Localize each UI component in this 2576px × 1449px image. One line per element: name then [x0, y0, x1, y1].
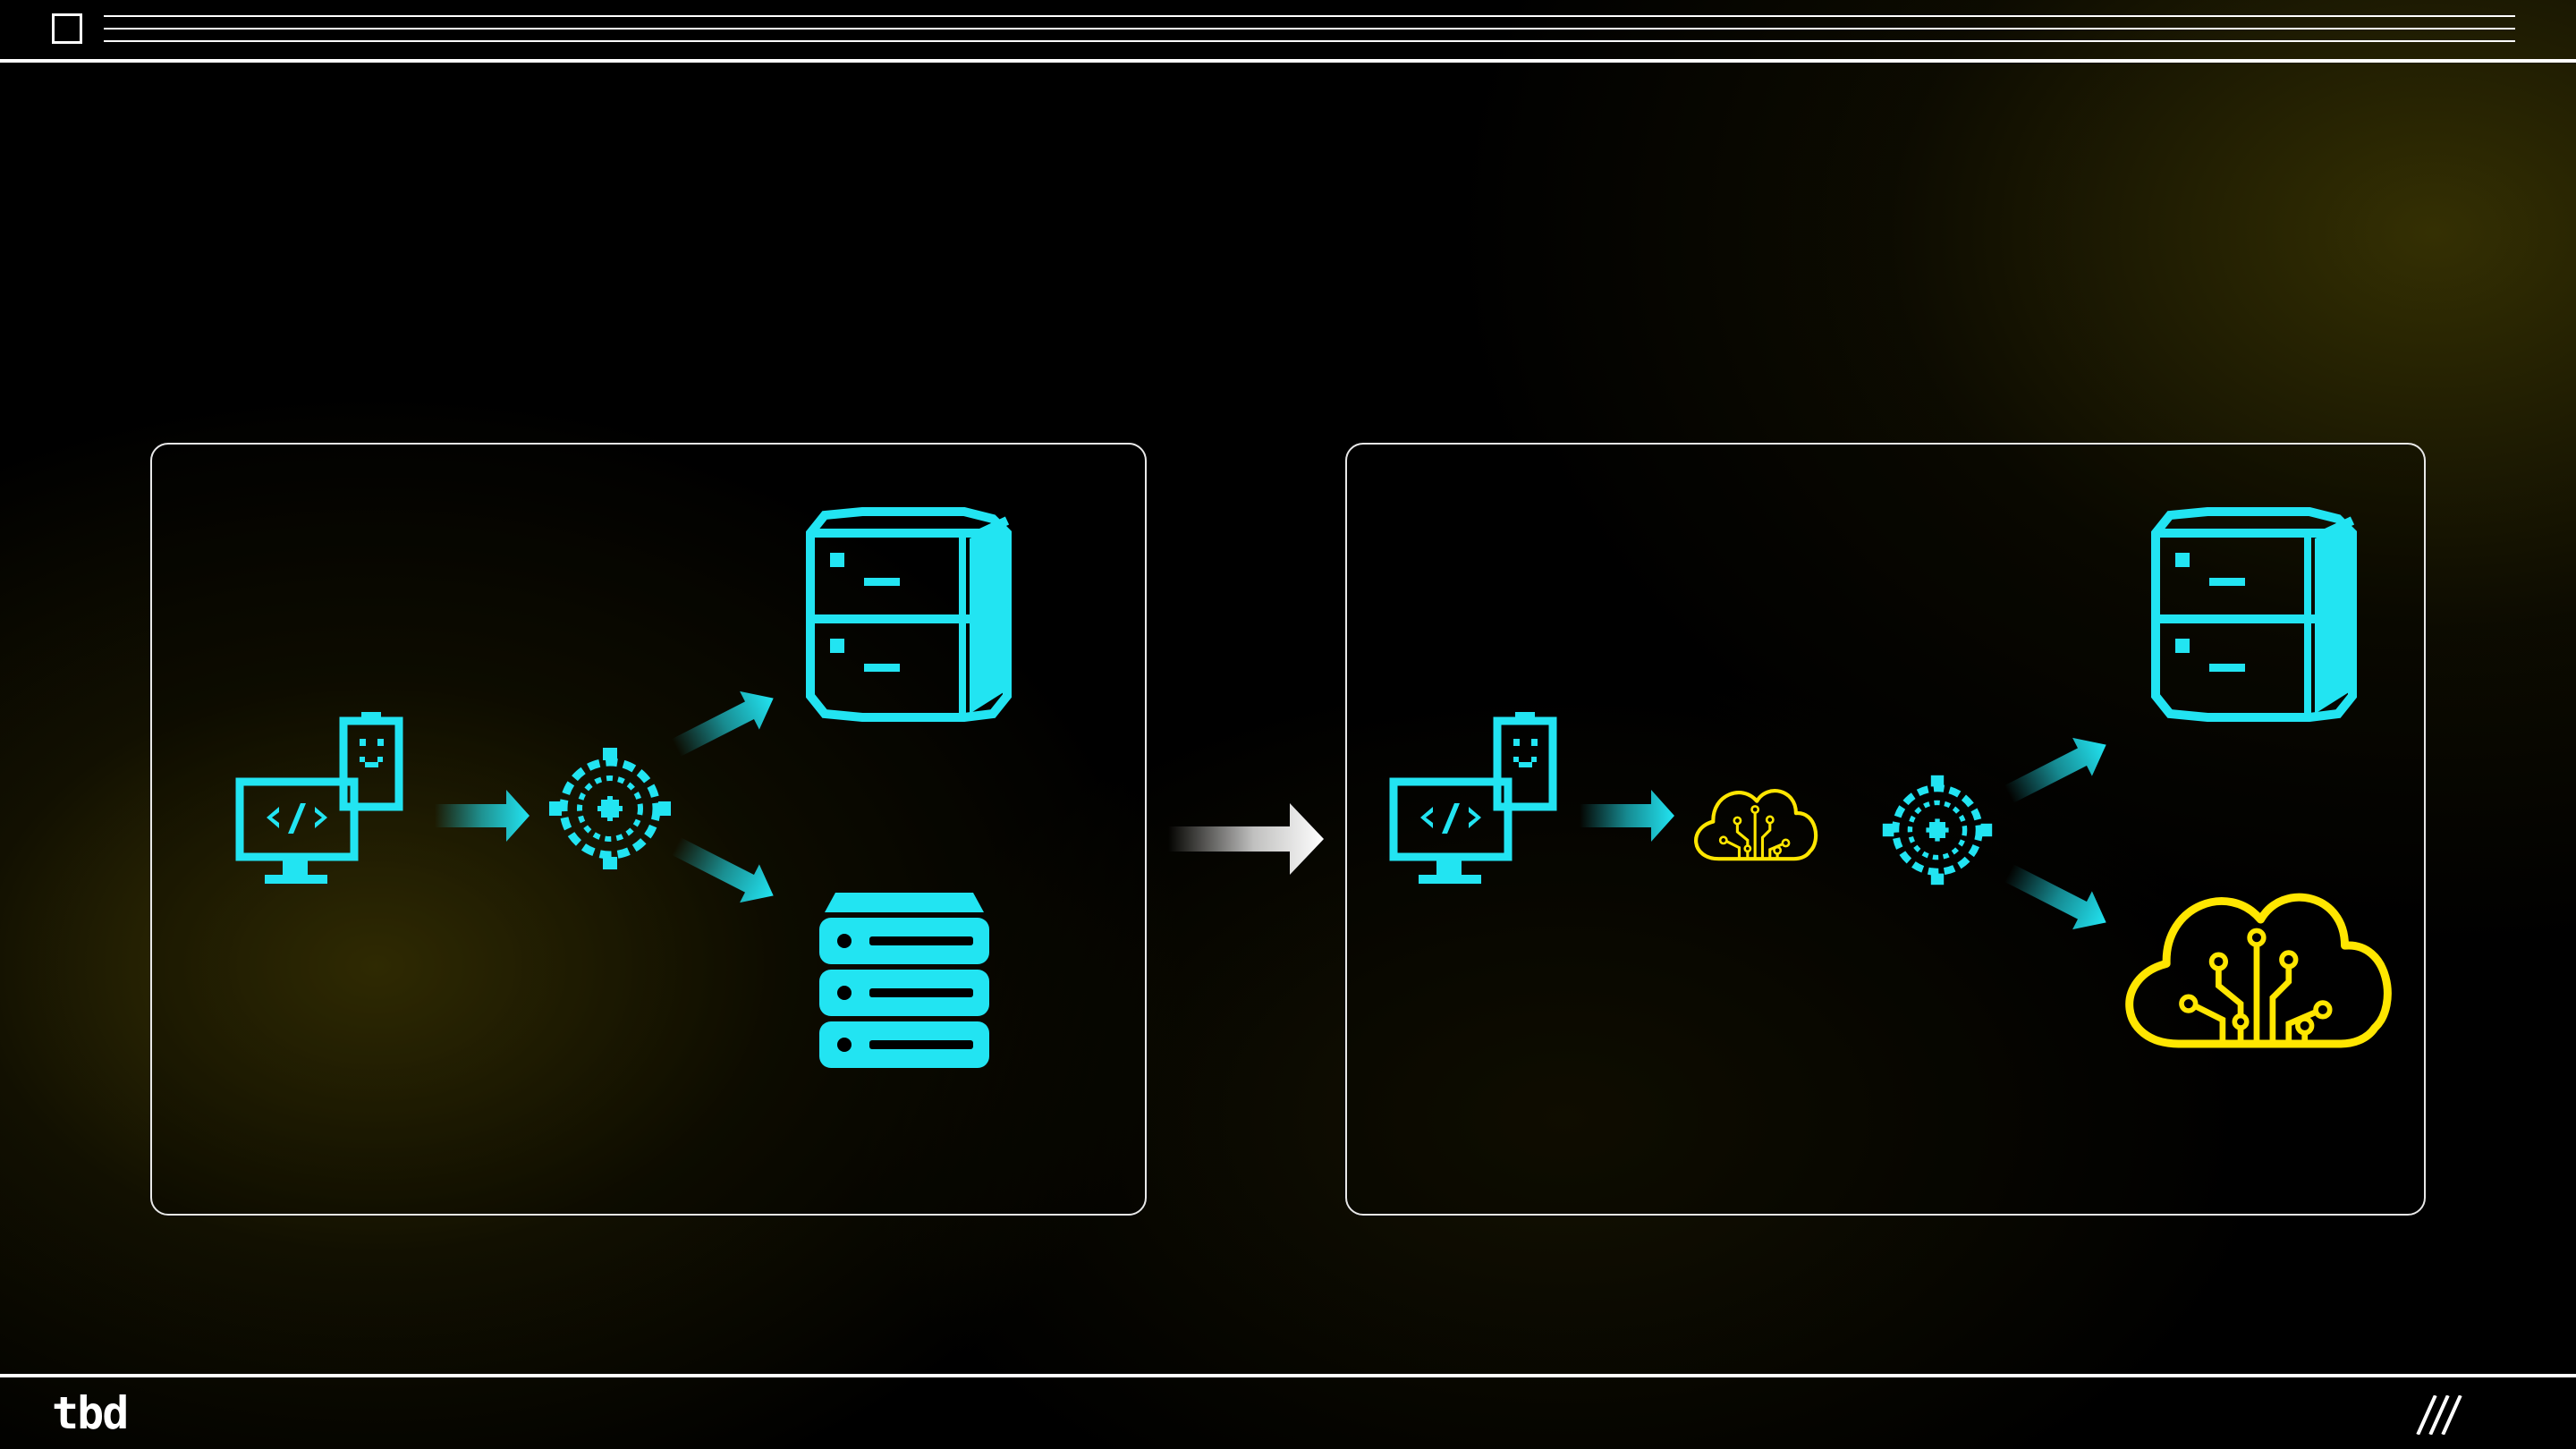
server-stack-icon — [819, 893, 989, 1068]
gear-icon — [549, 748, 671, 869]
database-icon — [2156, 512, 2352, 717]
developer-workstation-icon — [240, 712, 399, 884]
cloud-circuit-icon — [2130, 897, 2388, 1044]
window-square-icon — [52, 13, 82, 44]
cloud-circuit-icon — [1696, 791, 1816, 859]
brand-wordmark: tbd — [52, 1387, 129, 1439]
top-stripe — [104, 15, 2515, 17]
database-icon — [810, 512, 1007, 717]
gear-icon — [1883, 775, 1992, 885]
flow-arrow-icon — [435, 790, 530, 842]
flow-arrow-icon — [672, 837, 774, 903]
flow-arrow-icon — [2004, 864, 2106, 930]
transition-arrow-icon — [1168, 803, 1324, 875]
top-stripe — [104, 40, 2515, 42]
triple-slash-icon — [2416, 1395, 2462, 1435]
top-stripe — [104, 28, 2515, 30]
top-divider — [0, 59, 2576, 63]
flow-arrow-icon — [1580, 790, 1674, 842]
flow-arrow-icon — [672, 691, 774, 757]
flow-arrow-icon — [2004, 737, 2106, 803]
bottom-divider — [0, 1374, 2576, 1377]
developer-workstation-icon — [1394, 712, 1553, 884]
